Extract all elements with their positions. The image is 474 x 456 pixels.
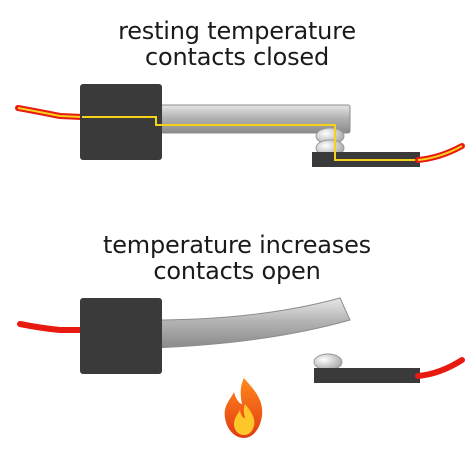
closed-state-caption: resting temperature contacts closed	[0, 18, 474, 70]
open-contacts-diagram	[17, 297, 465, 438]
right-lead-wire-core	[417, 145, 463, 161]
current-path	[82, 116, 420, 161]
right-lead-wire	[415, 357, 465, 379]
fixed-contact-arm	[314, 368, 420, 383]
left-lead-wire	[17, 321, 85, 333]
closed-caption-line-1: resting temperature	[118, 17, 356, 45]
bimetal-strip	[149, 104, 351, 134]
mounting-block	[80, 298, 162, 374]
lower-contact	[313, 353, 343, 371]
open-caption-line-1: temperature increases	[103, 231, 371, 259]
left-lead-wire-core	[17, 107, 83, 118]
closed-contacts-diagram	[15, 84, 465, 167]
bent-bimetal-strip	[149, 297, 351, 349]
mounting-block	[80, 84, 162, 160]
right-lead-wire	[415, 143, 465, 163]
flame-icon	[224, 378, 263, 438]
open-state-caption: temperature increases contacts open	[0, 232, 474, 284]
open-caption-line-2: contacts open	[153, 257, 321, 285]
closed-caption-line-2: contacts closed	[145, 43, 329, 71]
